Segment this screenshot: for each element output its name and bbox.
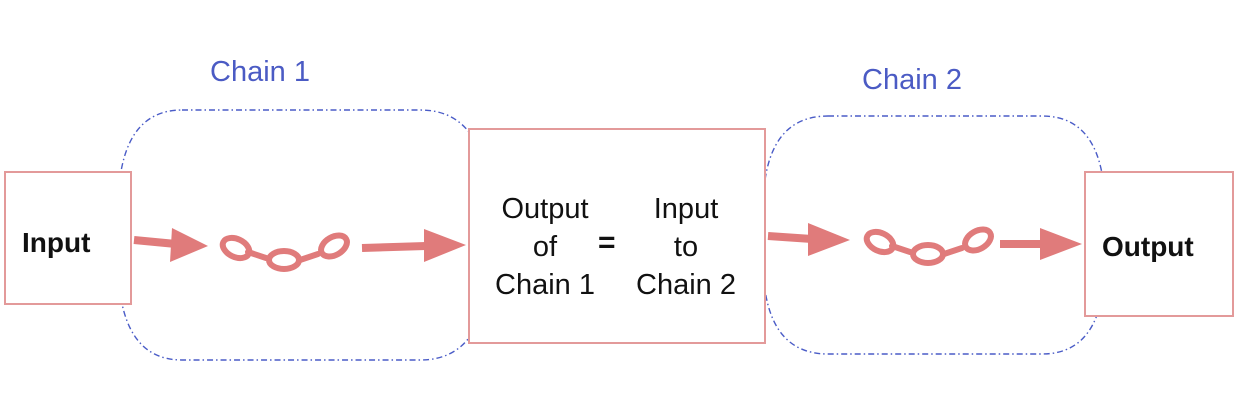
chain1-outline <box>117 109 489 361</box>
middle-right-line-1: Input <box>653 193 719 225</box>
chain2-outline <box>762 115 1106 355</box>
input-box: Input <box>4 171 132 305</box>
middle-box: Output of Chain 1 = Input to Chain 2 <box>468 128 766 344</box>
arrow-right-icon <box>361 229 466 262</box>
output-label: Output <box>1102 231 1194 262</box>
chain-link-icon <box>864 225 995 263</box>
arrow-right-icon <box>133 228 208 262</box>
chain-link-icon <box>220 231 351 269</box>
middle-right-text: Input to Chain 2 <box>622 190 750 304</box>
middle-left-line-2: of <box>532 231 558 263</box>
chain1-title: Chain 1 <box>210 56 310 88</box>
middle-left-line-1: Output <box>501 193 589 225</box>
middle-left-text: Output of Chain 1 <box>486 190 604 304</box>
output-box: Output <box>1084 171 1234 317</box>
arrow-right-icon <box>767 223 850 256</box>
input-label: Input <box>22 227 91 258</box>
equals-sign: = <box>598 226 616 259</box>
chain2-title: Chain 2 <box>862 64 962 96</box>
arrow-right-icon <box>1000 228 1082 260</box>
middle-right-line-2: to <box>673 231 699 263</box>
middle-right-line-3: Chain 2 <box>636 269 736 301</box>
middle-left-line-3: Chain 1 <box>495 269 595 301</box>
